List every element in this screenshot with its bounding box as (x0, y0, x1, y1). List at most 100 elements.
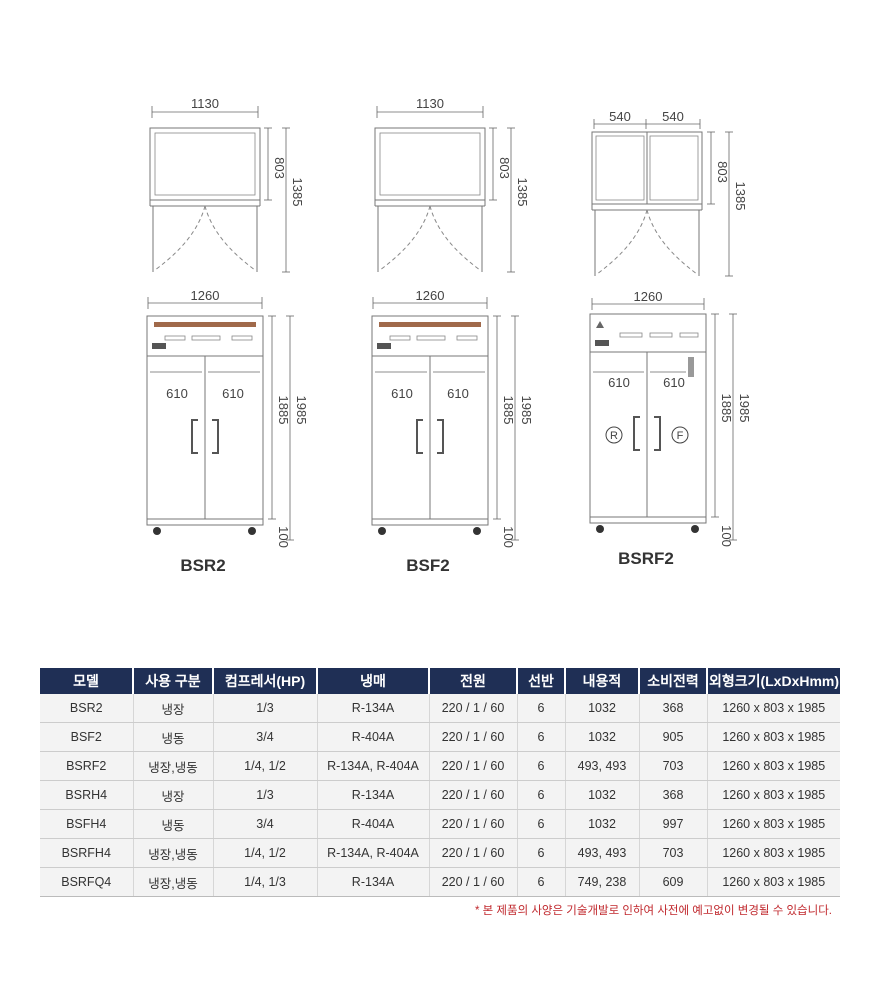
table-cell: 220 / 1 / 60 (429, 838, 518, 868)
table-cell: R-404A (317, 809, 430, 839)
table-cell: 냉장,냉동 (133, 867, 214, 897)
table-cell: R-404A (317, 722, 430, 752)
table-cell: BSFH4 (40, 809, 134, 839)
door-width-left: 610 (166, 386, 188, 401)
model-label-bsrf2: BSRF2 (618, 549, 674, 568)
column-header: 외형크기(LxDxHmm) (707, 668, 840, 694)
table-cell: 냉장,냉동 (133, 751, 214, 781)
top-depth-open-label: 1385 (515, 178, 530, 207)
caster-icon (153, 527, 161, 535)
caster-icon (473, 527, 481, 535)
top-depth-open-label: 1385 (733, 182, 748, 211)
table-cell: 6 (517, 694, 566, 723)
table-cell: R-134A (317, 780, 430, 810)
caster-icon (248, 527, 256, 535)
brand-strip (379, 322, 481, 327)
table-cell: BSR2 (40, 694, 134, 723)
table-cell: 703 (639, 838, 708, 868)
table-cell: BSF2 (40, 722, 134, 752)
table-cell: 3/4 (213, 722, 318, 752)
model-label-bsr2: BSR2 (180, 556, 225, 575)
door-width-right: 610 (447, 386, 469, 401)
table-cell: 220 / 1 / 60 (429, 780, 518, 810)
table-cell: 6 (517, 780, 566, 810)
table-cell: 220 / 1 / 60 (429, 694, 518, 723)
door-handle-icon (212, 419, 219, 454)
table-cell: 1/3 (213, 780, 318, 810)
top-depth-label: 803 (272, 157, 287, 179)
table-cell: 6 (517, 809, 566, 839)
top-view-bsf2: 1130 803 1385 (374, 96, 530, 273)
door-width-left: 610 (391, 386, 413, 401)
table-cell: 368 (639, 780, 708, 810)
table-cell: 1260 x 803 x 1985 (707, 780, 840, 810)
top-half-width-left: 540 (609, 109, 631, 124)
table-cell: 1260 x 803 x 1985 (707, 809, 840, 839)
table-cell: 749, 238 (565, 867, 640, 897)
table-cell: 냉동 (133, 722, 214, 752)
column-header: 선반 (517, 668, 566, 694)
table-cell: 1260 x 803 x 1985 (707, 694, 840, 723)
brand-strip (154, 322, 256, 327)
caster-icon (691, 525, 699, 533)
column-header: 사용 구분 (133, 668, 214, 694)
technical-drawings: 1130 803 1385 1130 803 (146, 96, 752, 575)
front-view-bsr2: 1260 610 610 1885 1985 100 BSR2 (146, 288, 309, 575)
front-view-bsrf2: 1260 610 610 R F 1885 1985 100 BSRF2 (589, 289, 752, 568)
freezer-mark: F (677, 430, 684, 442)
top-view-bsr2: 1130 803 1385 (149, 96, 305, 273)
table-cell: 1032 (565, 809, 640, 839)
column-header: 전원 (429, 668, 518, 694)
door-width-left: 610 (608, 375, 630, 390)
door-handle-icon (654, 416, 661, 451)
table-cell: 1032 (565, 780, 640, 810)
table-cell: 703 (639, 751, 708, 781)
caster-height-label: 100 (501, 526, 516, 548)
caster-height-label: 100 (719, 525, 734, 547)
table-cell: 1/4, 1/2 (213, 751, 318, 781)
front-view-bsf2: 1260 610 610 1885 1985 100 BSF2 (371, 288, 534, 575)
table-cell: 905 (639, 722, 708, 752)
warning-icon (596, 321, 604, 328)
column-header: 모델 (40, 668, 134, 694)
column-header: 내용적 (565, 668, 640, 694)
column-header: 컴프레서(HP) (213, 668, 318, 694)
table-cell: R-134A, R-404A (317, 751, 430, 781)
table-cell: 냉장 (133, 694, 214, 723)
column-header: 냉매 (317, 668, 430, 694)
door-width-right: 610 (222, 386, 244, 401)
table-cell: 609 (639, 867, 708, 897)
top-width-label: 1130 (416, 96, 444, 111)
top-half-width-right: 540 (662, 109, 684, 124)
table-cell: R-134A, R-404A (317, 838, 430, 868)
table-cell: 6 (517, 867, 566, 897)
table-cell: 1/4, 1/3 (213, 867, 318, 897)
table-cell: 220 / 1 / 60 (429, 751, 518, 781)
total-height-label: 1985 (519, 396, 534, 425)
spec-table: 모델 사용 구분 컴프레서(HP) 냉매 전원 선반 내용적 소비전력 외형크기… (40, 668, 840, 897)
total-height-label: 1985 (737, 394, 752, 423)
table-header-row: 모델 사용 구분 컴프레서(HP) 냉매 전원 선반 내용적 소비전력 외형크기… (40, 668, 840, 694)
table-cell: BSRFQ4 (40, 867, 134, 897)
total-height-label: 1985 (294, 396, 309, 425)
freezer-mark-icon (671, 426, 689, 444)
table-cell: 493, 493 (565, 838, 640, 868)
body-height-label: 1885 (719, 394, 734, 423)
table-cell: BSRFH4 (40, 838, 134, 868)
table-cell: R-134A (317, 867, 430, 897)
door-width-right: 610 (663, 375, 685, 390)
front-width-label: 1260 (191, 288, 220, 303)
top-depth-open-label: 1385 (290, 178, 305, 207)
caster-icon (378, 527, 386, 535)
column-header: 소비전력 (639, 668, 708, 694)
door-handle-icon (633, 416, 640, 451)
table-cell: 6 (517, 838, 566, 868)
table-cell: 220 / 1 / 60 (429, 809, 518, 839)
